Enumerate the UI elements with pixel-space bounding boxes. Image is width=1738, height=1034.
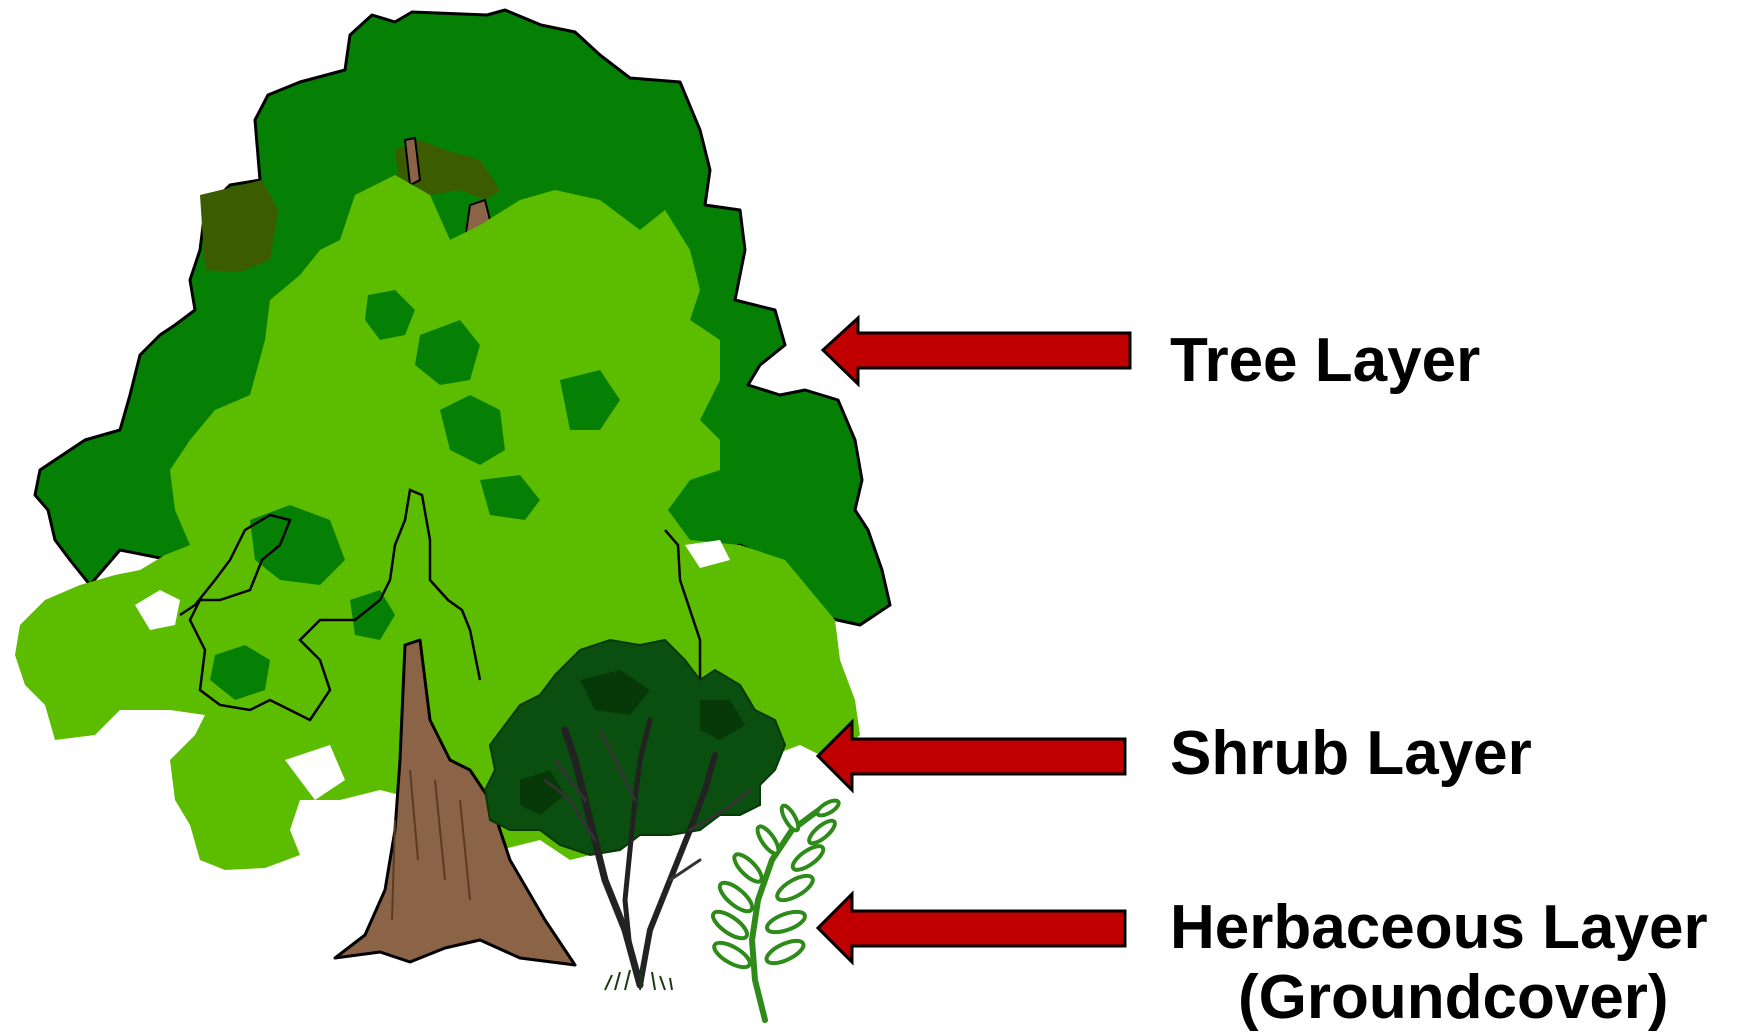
herb-leaf <box>754 823 782 856</box>
herb-leaf <box>763 936 806 967</box>
tree-layer-label: Tree Layer <box>1170 330 1480 392</box>
herb-leaf <box>711 938 754 972</box>
herbaceous-layer-arrow <box>818 894 1125 962</box>
herb-leaf <box>806 817 838 847</box>
herbaceous-layer-label: Herbaceous Layer <box>1170 897 1708 959</box>
herb-leaf <box>774 871 817 905</box>
herb-leaf <box>779 803 802 832</box>
herb-leaf <box>815 798 841 819</box>
tree-icon <box>15 10 890 965</box>
tree-canopy-shadow <box>200 180 278 272</box>
groundcover-label: (Groundcover) <box>1238 967 1669 1029</box>
tree-layer-arrow <box>823 318 1130 384</box>
shrub-layer-label: Shrub Layer <box>1170 723 1532 785</box>
left-arrow-icon <box>818 722 1125 790</box>
shrub-layer-arrow <box>818 722 1125 790</box>
fern-frond-icon <box>709 798 841 1020</box>
herb-leaf <box>730 850 765 885</box>
left-arrow-icon <box>818 894 1125 962</box>
herb-leaf <box>764 908 807 937</box>
left-arrow-icon <box>823 318 1130 384</box>
herb-leaf <box>789 842 827 874</box>
